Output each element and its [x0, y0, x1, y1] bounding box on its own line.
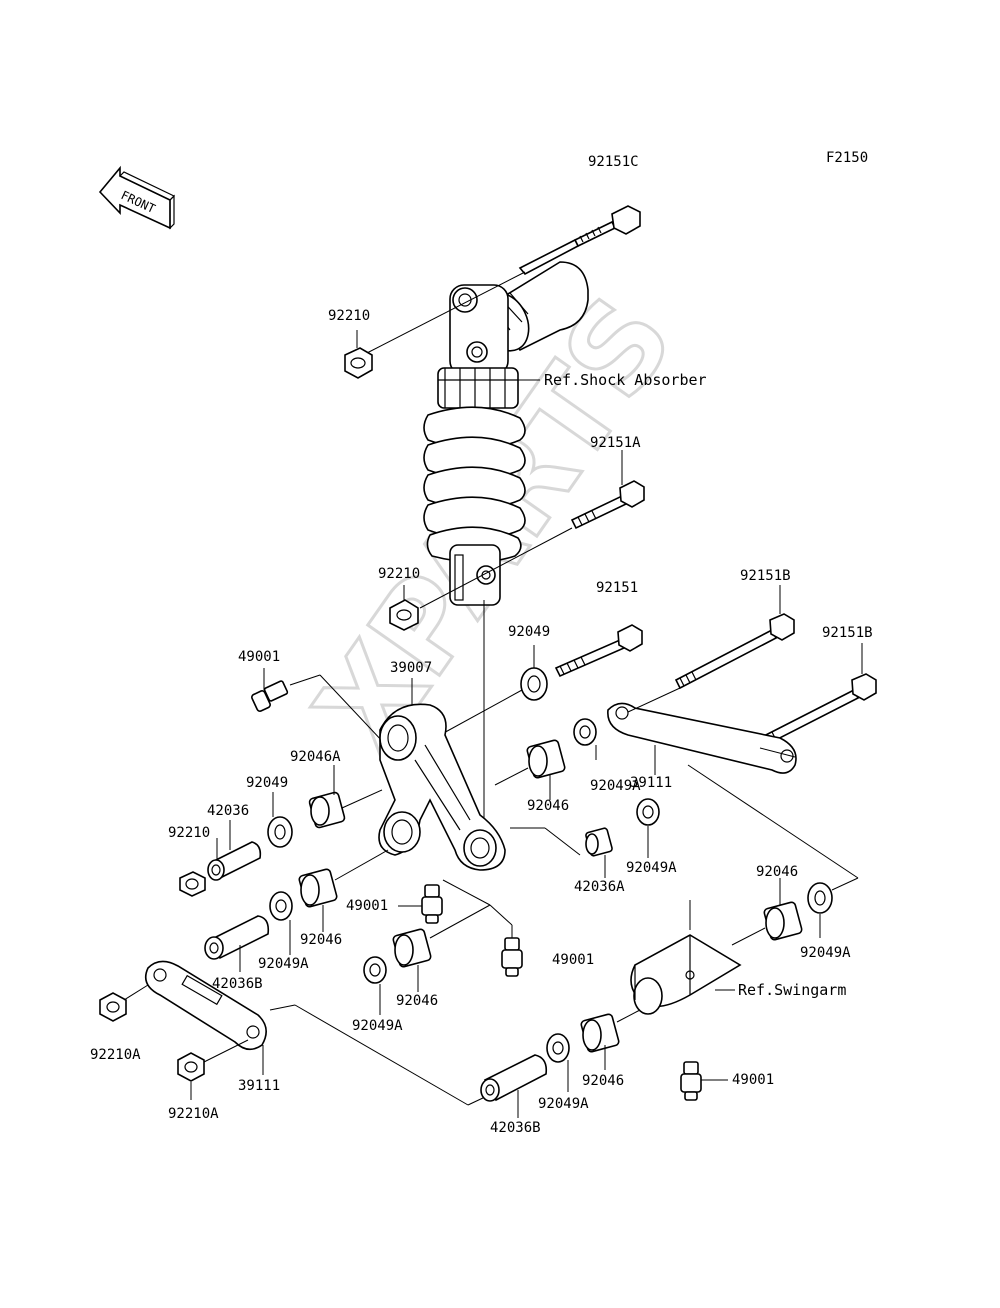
swingarm-fragment [630, 934, 742, 1015]
bearing-92046-4 [763, 901, 803, 941]
label-92049a-1: 92049A [590, 778, 641, 794]
label-42036a: 42036A [574, 879, 625, 895]
leader-92049-axis [439, 689, 523, 736]
ref-shock-absorber: Ref.Shock Absorber [544, 371, 707, 389]
bolt-92151b-1 [674, 613, 795, 690]
label-92049-left: 92049 [246, 775, 288, 791]
nut-92210-top [344, 347, 373, 379]
label-49001-right: 49001 [732, 1072, 774, 1088]
label-92049a-3: 92049A [258, 956, 309, 972]
grease-nipple-49001-mid [421, 884, 443, 924]
leader-92046-5-axis [616, 1009, 641, 1023]
label-49001-mid: 49001 [346, 898, 388, 914]
leader-92046-4-axis [731, 927, 766, 946]
label-92210-top: 92210 [328, 308, 370, 324]
label-49001-top: 49001 [238, 649, 280, 665]
leader-92046-2-axis [334, 849, 389, 881]
collar-42036b-2 [480, 1054, 548, 1102]
leader-92046-3-axis [429, 904, 491, 939]
label-92151a: 92151A [590, 435, 641, 451]
leader-link-lower-b [294, 1004, 469, 1106]
leader-92210a-1-axis [123, 984, 149, 1001]
leader-link-lower-a [269, 1004, 296, 1011]
bolt-92151 [554, 624, 643, 678]
leader-49001-a [289, 674, 321, 686]
grease-nipple-49001-low [501, 937, 523, 977]
label-92046a: 92046A [290, 749, 341, 765]
label-49001-low: 49001 [552, 952, 594, 968]
label-92151b-2: 92151B [822, 625, 873, 641]
leader-link-top [627, 687, 681, 713]
tie-rod-39111-left [144, 960, 267, 1051]
leader-link-to-swingarm-a [687, 764, 859, 879]
ref-swingarm: Ref.Swingarm [738, 981, 846, 999]
bearing-92046-2 [298, 868, 338, 908]
washer-92049a-6 [546, 1033, 570, 1063]
label-92210-left: 92210 [168, 825, 210, 841]
bearing-92046-1 [526, 739, 566, 779]
label-92049a-4: 92049A [352, 1018, 403, 1034]
label-92151: 92151 [596, 580, 638, 596]
label-42036b-2: 42036B [490, 1120, 541, 1136]
label-39111-left: 39111 [238, 1078, 280, 1094]
nut-92210a-2 [177, 1052, 205, 1082]
label-42036b-1: 42036B [212, 976, 263, 992]
washer-92049a-5 [807, 882, 833, 914]
label-92049a-6: 92049A [538, 1096, 589, 1112]
washer-92049a-2 [636, 798, 660, 826]
label-92210a-1: 92210A [90, 1047, 141, 1063]
leader-42036a-b [544, 827, 581, 856]
nut-92210-mid [389, 599, 419, 631]
collar-42036a [585, 827, 613, 857]
bearing-92046-3 [392, 928, 432, 968]
nut-92210a-1 [99, 992, 127, 1022]
washer-92049a-4 [363, 956, 387, 984]
leader-49001-low-b [489, 904, 513, 926]
leader-link-bottom [759, 747, 796, 758]
label-92046-5: 92046 [582, 1073, 624, 1089]
label-92046-1: 92046 [527, 798, 569, 814]
washer-92049a-3 [269, 891, 293, 921]
grease-nipple-49001-top [251, 680, 289, 712]
bolt-92151a [570, 480, 645, 530]
bearing-92046a [308, 791, 346, 829]
label-92151c: 92151C [588, 154, 639, 170]
leader-49001-low-a [442, 879, 491, 906]
label-39007: 39007 [390, 660, 432, 676]
figure-code: F2150 [826, 150, 868, 166]
label-92049a-2: 92049A [626, 860, 677, 876]
nut-92210-left [179, 871, 206, 897]
collar-42036b-1 [204, 915, 270, 960]
label-92210a-2: 92210A [168, 1106, 219, 1122]
washer-92049-top [520, 667, 548, 701]
tie-rod-39111-right [607, 702, 797, 774]
rocker-arm-39007 [378, 703, 506, 871]
leader-92046a-axis [341, 789, 383, 809]
grease-nipple-49001-right [680, 1061, 702, 1101]
shock-absorber [423, 261, 589, 606]
bearing-92046-5 [580, 1013, 620, 1053]
label-92151b-1: 92151B [740, 568, 791, 584]
leader-92151a-axis [419, 527, 573, 609]
washer-92049a-1 [573, 718, 597, 746]
label-92049a-5: 92049A [800, 945, 851, 961]
label-92046-3: 92046 [396, 993, 438, 1009]
leader-92046-1-axis [494, 767, 529, 786]
label-42036: 42036 [207, 803, 249, 819]
label-92049-top: 92049 [508, 624, 550, 640]
label-92210-mid: 92210 [378, 566, 420, 582]
part-labels: 92151C 92210 92151A 92210 92151 92151B 9… [90, 154, 873, 1136]
collar-42036 [207, 841, 262, 881]
front-arrow-icon: FRONT [98, 165, 176, 230]
washer-92049-left [267, 816, 293, 848]
bolt-92151c [518, 205, 641, 276]
leader-link-to-swingarm-b [831, 877, 859, 891]
label-39111-right: 39111 [630, 775, 672, 791]
leader-92210a-2-axis [203, 1039, 249, 1063]
leader-link-lower-c [467, 1096, 486, 1106]
leader-92151c [364, 271, 526, 355]
label-92046-2: 92046 [300, 932, 342, 948]
label-92046-4: 92046 [756, 864, 798, 880]
